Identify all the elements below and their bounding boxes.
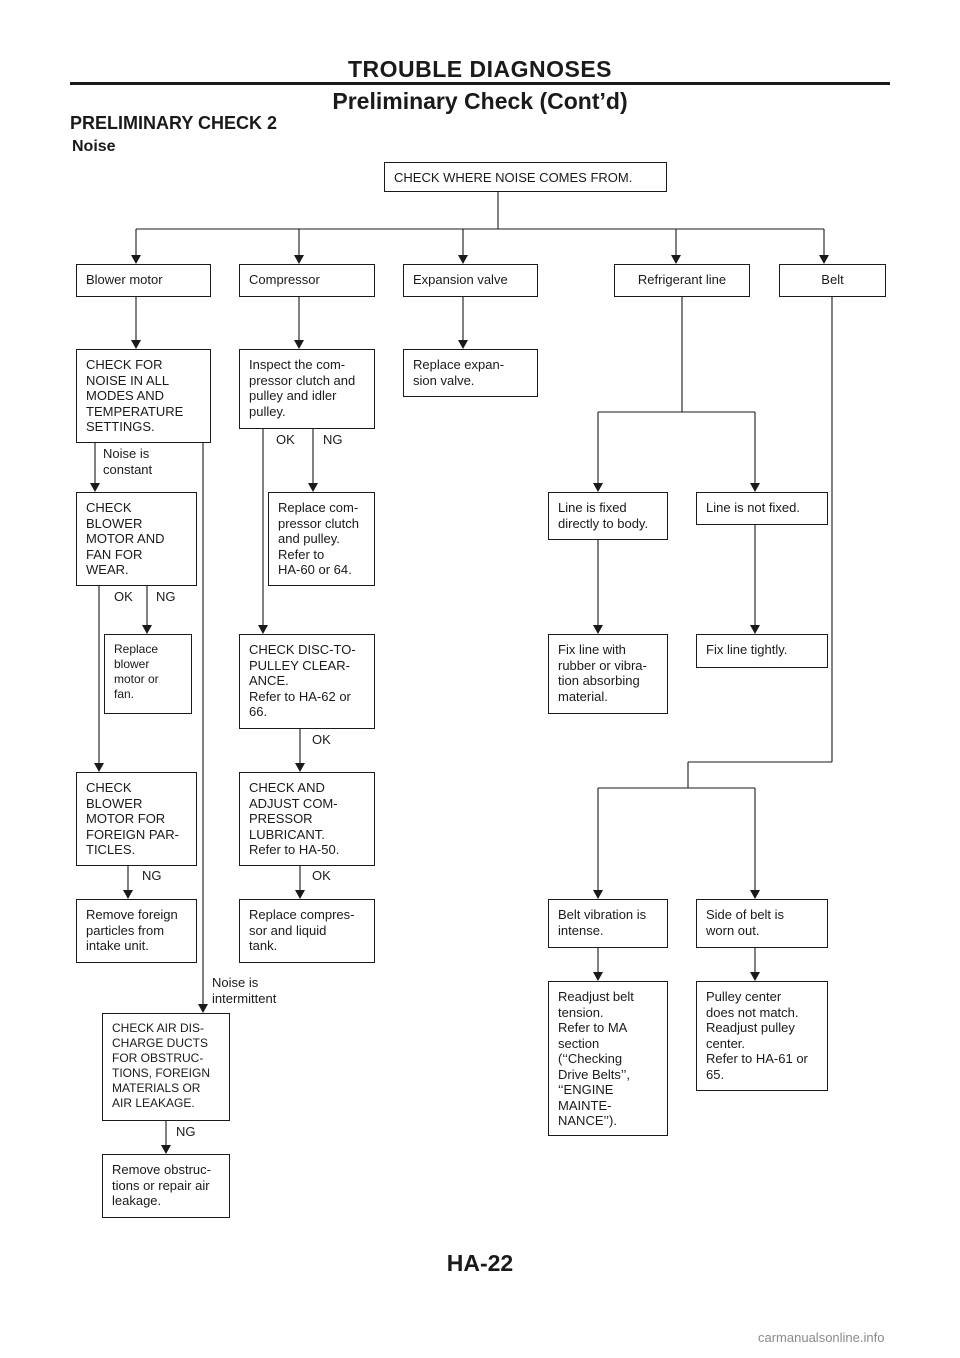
pulley-center-box: Pulley center does not match. Readjust p… bbox=[696, 981, 828, 1091]
replace-expansion-box: Replace expan- sion valve. bbox=[403, 349, 538, 397]
header-rule bbox=[70, 82, 890, 85]
replace-blower-box: Replace blower motor or fan. bbox=[104, 634, 192, 714]
remove-foreign-box: Remove foreign particles from intake uni… bbox=[76, 899, 197, 963]
watermark: carmanualsonline.info bbox=[758, 1330, 885, 1345]
remove-obstructions-box: Remove obstruc- tions or repair air leak… bbox=[102, 1154, 230, 1218]
replace-clutch-box: Replace com- pressor clutch and pulley. … bbox=[268, 492, 375, 586]
check-blower-wear-box: CHECK BLOWER MOTOR AND FAN FOR WEAR. bbox=[76, 492, 197, 586]
expansion-valve-box: Expansion valve bbox=[403, 264, 538, 297]
belt-box: Belt bbox=[779, 264, 886, 297]
check-disc-box: CHECK DISC-TO- PULLEY CLEAR- ANCE. Refer… bbox=[239, 634, 375, 729]
noise-intermittent-label: Noise is intermittent bbox=[212, 975, 277, 1006]
check-foreign-box: CHECK BLOWER MOTOR FOR FOREIGN PAR- TICL… bbox=[76, 772, 197, 866]
ok-label: OK bbox=[276, 432, 295, 447]
line-not-fixed-box: Line is not fixed. bbox=[696, 492, 828, 525]
ng-label: NG bbox=[142, 868, 162, 883]
refrigerant-line-box: Refrigerant line bbox=[614, 264, 750, 297]
blower-motor-box: Blower motor bbox=[76, 264, 211, 297]
inspect-compressor-box: Inspect the com- pressor clutch and pull… bbox=[239, 349, 375, 429]
belt-vibration-box: Belt vibration is intense. bbox=[548, 899, 668, 948]
compressor-box: Compressor bbox=[239, 264, 375, 297]
check-noise-modes-box: CHECK FOR NOISE IN ALL MODES AND TEMPERA… bbox=[76, 349, 211, 443]
fix-line-tight-box: Fix line tightly. bbox=[696, 634, 828, 668]
ng-label: NG bbox=[176, 1124, 196, 1139]
line-fixed-box: Line is fixed directly to body. bbox=[548, 492, 668, 540]
fix-line-rubber-box: Fix line with rubber or vibra- tion abso… bbox=[548, 634, 668, 714]
page-subtitle: Noise bbox=[72, 138, 116, 155]
check-ducts-box: CHECK AIR DIS- CHARGE DUCTS FOR OBSTRUC-… bbox=[102, 1013, 230, 1121]
ng-label: NG bbox=[323, 432, 343, 447]
check-lubricant-box: CHECK AND ADJUST COM- PRESSOR LUBRICANT.… bbox=[239, 772, 375, 866]
ng-label: NG bbox=[156, 589, 176, 604]
page-title: PRELIMINARY CHECK 2 bbox=[70, 113, 278, 133]
ok-label: OK bbox=[312, 868, 331, 883]
section-subheader: Preliminary Check (Cont’d) bbox=[332, 88, 628, 114]
noise-constant-label: Noise is constant bbox=[103, 446, 153, 477]
start-box: CHECK WHERE NOISE COMES FROM. bbox=[384, 162, 667, 192]
readjust-tension-box: Readjust belt tension. Refer to MA secti… bbox=[548, 981, 668, 1136]
belt-worn-box: Side of belt is worn out. bbox=[696, 899, 828, 948]
ok-label: OK bbox=[312, 732, 331, 747]
section-header: TROUBLE DIAGNOSES bbox=[347, 56, 613, 82]
page-number: HA-22 bbox=[446, 1250, 514, 1276]
ok-label: OK bbox=[114, 589, 133, 604]
replace-compressor-box: Replace compres- sor and liquid tank. bbox=[239, 899, 375, 963]
